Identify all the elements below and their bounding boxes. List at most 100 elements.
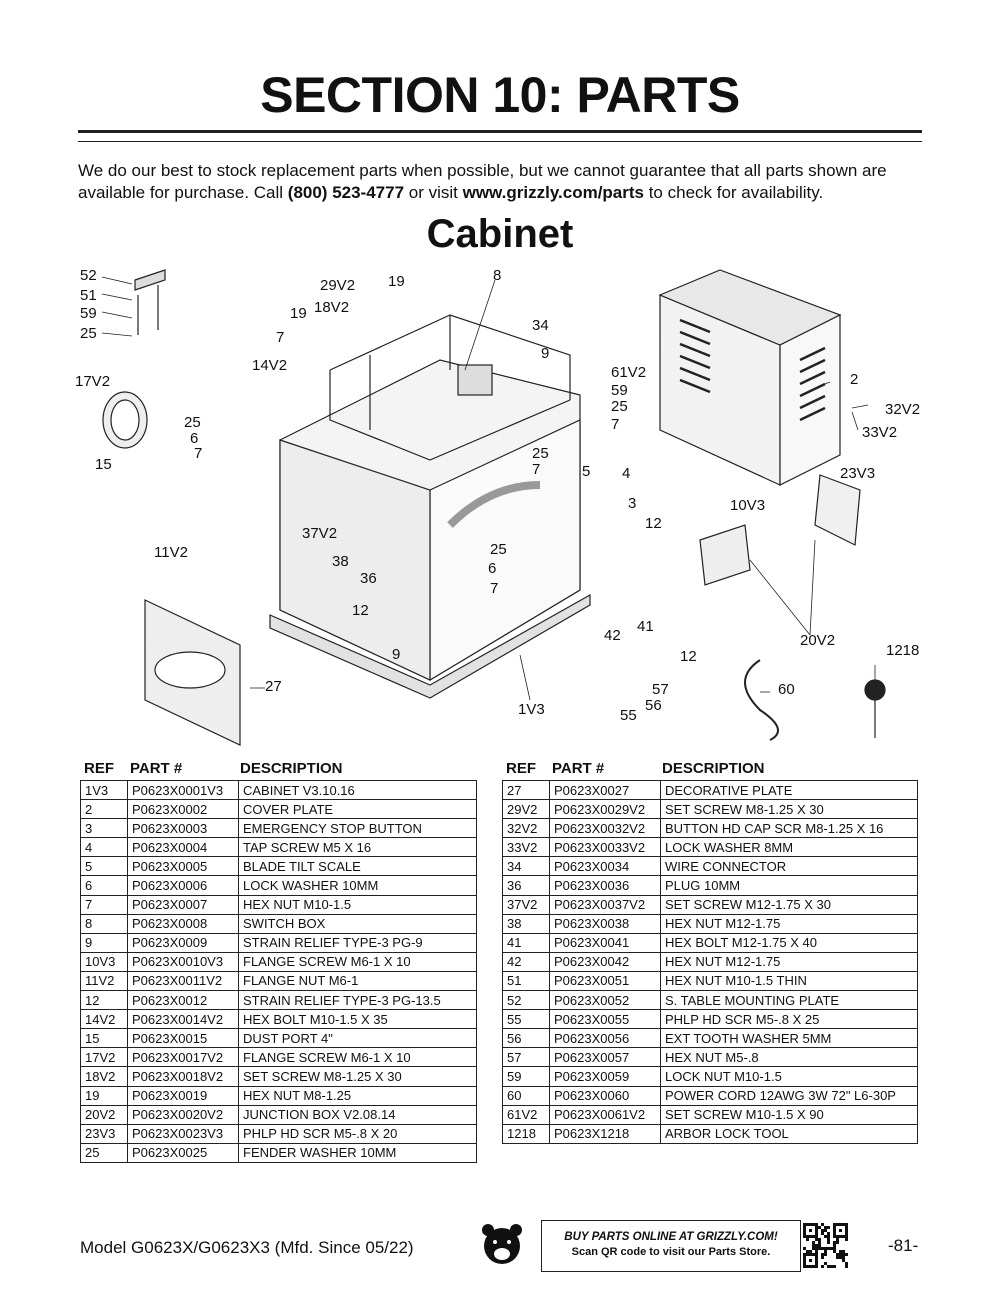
description-cell: DUST PORT 4"	[238, 1028, 477, 1049]
part-number-cell: P0623X0009	[127, 932, 239, 953]
part-number-cell: P0623X0038	[549, 913, 661, 934]
description-cell: FLANGE SCREW M6-1 X 10	[238, 951, 477, 972]
callout-label: 59	[80, 305, 97, 322]
callout-label: 27	[265, 678, 282, 695]
part-number-cell: P0623X0006	[127, 875, 239, 896]
callout-label: 9	[541, 345, 549, 362]
part-number-cell: P0623X0008	[127, 913, 239, 934]
ref-cell: 5	[80, 856, 128, 877]
callout-label: 60	[778, 681, 795, 698]
callout-label: 25	[532, 445, 549, 462]
part-number-cell: P0623X0004	[127, 837, 239, 858]
callout-label: 14V2	[252, 357, 287, 374]
ref-cell: 4	[80, 837, 128, 858]
part-number-cell: P0623X0056	[549, 1028, 661, 1049]
intro-text-3: to check for availability.	[643, 183, 824, 202]
ref-cell: 17V2	[80, 1047, 128, 1068]
description-cell: DECORATIVE PLATE	[660, 779, 918, 801]
ref-cell: 6	[80, 875, 128, 896]
section-title: SECTION 10: PARTS	[260, 67, 740, 123]
part-number-cell: P0623X0029V2	[549, 799, 661, 820]
description-cell: WIRE CONNECTOR	[660, 856, 918, 877]
description-cell: PHLP HD SCR M5-.8 X 25	[660, 1009, 918, 1030]
website-link[interactable]: www.grizzly.com/parts	[462, 183, 644, 202]
description-cell: SWITCH BOX	[238, 913, 477, 934]
ref-cell: 2	[80, 799, 128, 820]
description-cell: SET SCREW M8-1.25 X 30	[238, 1066, 477, 1087]
description-cell: FENDER WASHER 10MM	[238, 1142, 477, 1163]
description-cell: BLADE TILT SCALE	[238, 856, 477, 877]
callout-label: 20V2	[800, 632, 835, 649]
part-number-cell: P0623X0052	[549, 990, 661, 1011]
buy-parts-banner[interactable]: BUY PARTS ONLINE AT GRIZZLY.COM! Scan QR…	[541, 1220, 801, 1272]
ref-cell: 27	[502, 779, 550, 801]
part-number-cell: P0623X0019	[127, 1085, 239, 1106]
qr-code-icon[interactable]	[802, 1222, 848, 1268]
callout-label: 52	[80, 267, 97, 284]
description-cell: SET SCREW M12-1.75 X 30	[660, 894, 918, 915]
ref-cell: 15	[80, 1028, 128, 1049]
part-number-cell: P0623X0034	[549, 856, 661, 877]
callout-label: 51	[80, 287, 97, 304]
part-number-cell: P0623X0001V3	[127, 779, 239, 801]
callout-label: 42	[604, 627, 621, 644]
title-rule-thin	[78, 141, 922, 142]
callout-label: 18V2	[314, 299, 349, 316]
intro-paragraph: We do our best to stock replacement part…	[78, 160, 928, 204]
description-cell: HEX NUT M10-1.5	[238, 894, 477, 915]
ref-cell: 12	[80, 990, 128, 1011]
part-header: PART #	[552, 760, 605, 777]
ref-cell: 20V2	[80, 1104, 128, 1125]
callout-label: 61V2	[611, 364, 646, 381]
description-cell: LOCK NUT M10-1.5	[660, 1066, 918, 1087]
model-footer: Model G0623X/G0623X3 (Mfd. Since 05/22)	[80, 1238, 414, 1257]
ref-cell: 59	[502, 1066, 550, 1087]
callout-label: 3	[628, 495, 636, 512]
part-number-cell: P0623X0057	[549, 1047, 661, 1068]
part-number-cell: P0623X1218	[549, 1123, 661, 1144]
part-number-cell: P0623X0037V2	[549, 894, 661, 915]
scan-qr-text: Scan QR code to visit our Parts Store.	[571, 1246, 771, 1258]
callout-label: 41	[637, 618, 654, 635]
callout-label: 23V3	[840, 465, 875, 482]
ref-header: REF	[506, 760, 536, 777]
callout-label: 15	[95, 456, 112, 473]
cabinet-drawing	[101, 269, 886, 746]
description-cell: TAP SCREW M5 X 16	[238, 837, 477, 858]
callout-label: 56	[645, 697, 662, 714]
description-cell: EMERGENCY STOP BUTTON	[238, 818, 477, 839]
part-number-cell: P0623X0010V3	[127, 951, 239, 972]
part-number-cell: P0623X0002	[127, 799, 239, 820]
ref-cell: 9	[80, 932, 128, 953]
ref-cell: 25	[80, 1142, 128, 1163]
part-number-cell: P0623X0015	[127, 1028, 239, 1049]
part-number-cell: P0623X0061V2	[549, 1104, 661, 1125]
description-cell: SET SCREW M10-1.5 X 90	[660, 1104, 918, 1125]
callout-label: 6	[190, 430, 198, 447]
part-number-cell: P0623X0018V2	[127, 1066, 239, 1087]
callout-label: 37V2	[302, 525, 337, 542]
callout-label: 57	[652, 681, 669, 698]
description-cell: HEX BOLT M10-1.5 X 35	[238, 1009, 477, 1030]
ref-cell: 57	[502, 1047, 550, 1068]
description-cell: JUNCTION BOX V2.08.14	[238, 1104, 477, 1125]
part-number-cell: P0623X0041	[549, 932, 661, 953]
